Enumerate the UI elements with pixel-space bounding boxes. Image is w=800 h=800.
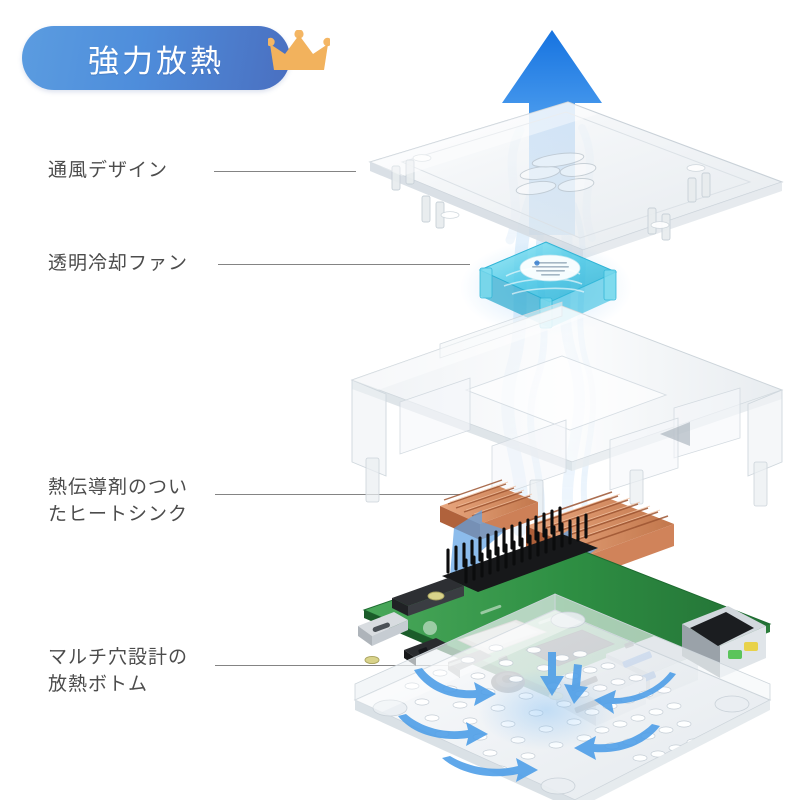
intake-arrow-curve-icon: [398, 652, 676, 782]
leader-line-thermal-heatsink: [215, 494, 460, 495]
callout-label-multi-hole-bottom: マルチ穴設計の 放熱ボトム: [48, 647, 189, 695]
title-badge-group: 強力放熱: [22, 26, 330, 92]
callout-label-thermal-heatsink: 熱伝導剤のつい たヒートシンク: [48, 477, 189, 525]
top-acrylic-plate: [368, 101, 784, 259]
callout-label-ventilation-design: 通風デザイン: [48, 160, 169, 181]
leader-line-ventilation-design: [214, 171, 356, 172]
cooling-fan: [460, 240, 632, 336]
title-badge: [22, 26, 290, 90]
bottom-tray: [353, 593, 772, 800]
title-badge-label: 強力放熱: [88, 43, 224, 79]
leader-line-multi-hole-bottom: [215, 665, 465, 666]
leader-line-transparent-cooling-fan: [218, 264, 470, 265]
exploded-product-diagram: [330, 10, 800, 800]
middle-acrylic-frame: [350, 301, 784, 517]
callout-label-transparent-cooling-fan: 透明冷却ファン: [48, 253, 189, 274]
crown-icon: [268, 30, 330, 70]
gpio-header: [442, 506, 598, 592]
